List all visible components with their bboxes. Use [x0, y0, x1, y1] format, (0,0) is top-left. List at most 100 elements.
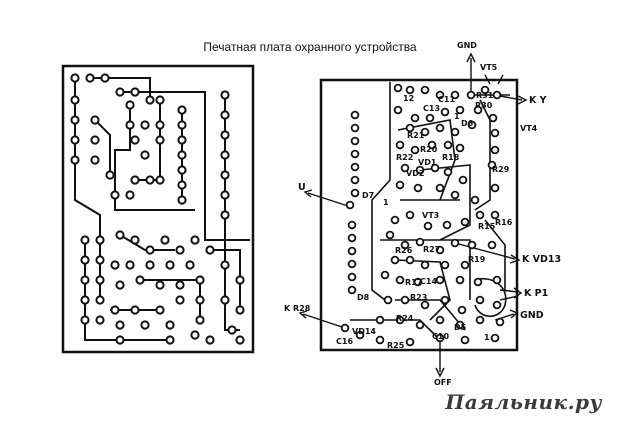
label-r29: R29	[492, 165, 510, 174]
solder-pad	[495, 317, 505, 327]
trace	[84, 240, 170, 341]
label-1-bot: 1	[484, 333, 490, 342]
solder-pad	[130, 235, 140, 245]
label-ky: K Y	[529, 95, 547, 106]
label-1-mid: 1	[383, 198, 389, 207]
solder-pad	[100, 73, 110, 83]
solder-pad	[440, 260, 450, 270]
label-d8: D8	[357, 293, 370, 302]
solder-pad	[427, 140, 437, 150]
solder-pad	[177, 135, 187, 145]
solder-pad	[415, 165, 425, 175]
solder-pad	[405, 337, 415, 347]
solder-pad	[395, 315, 405, 325]
lead-vt5	[484, 74, 504, 85]
solder-pad	[130, 87, 140, 97]
solder-pad	[442, 220, 452, 230]
arrow-gnd-side	[509, 309, 519, 319]
arrow-gnd-top	[466, 52, 476, 63]
label-vd2: VD2	[406, 169, 424, 178]
label-r30: R30	[475, 101, 493, 110]
label-d5: D5	[454, 323, 467, 332]
solder-pad	[400, 295, 410, 305]
solder-pad	[95, 235, 105, 245]
solder-pad	[80, 315, 90, 325]
solder-pad	[475, 295, 485, 305]
solder-pad	[347, 285, 357, 295]
solder-pad	[415, 320, 425, 330]
left-board-pads	[70, 73, 245, 345]
label-r21: R21	[407, 131, 425, 140]
solder-pad	[85, 73, 95, 83]
solder-pad	[95, 315, 105, 325]
solder-pad	[347, 259, 357, 269]
solder-pad	[400, 240, 410, 250]
solder-pad	[165, 260, 175, 270]
solder-pad	[95, 255, 105, 265]
solder-pad	[390, 255, 400, 265]
label-r25: R25	[387, 341, 405, 350]
solder-pad	[80, 235, 90, 245]
solder-pad	[185, 260, 195, 270]
left-board-outline	[61, 64, 255, 354]
label-vt4: VT4	[520, 124, 538, 133]
label-r24: R24	[396, 314, 414, 323]
solder-pad	[110, 190, 120, 200]
solder-pad	[375, 315, 385, 325]
solder-pad	[350, 149, 360, 159]
arrow-vd13	[509, 254, 521, 264]
solder-pad	[490, 333, 500, 343]
solder-pad	[490, 210, 500, 220]
solder-pad	[350, 123, 360, 133]
label-vt3: VT3	[422, 211, 439, 220]
solder-pad	[235, 335, 245, 345]
trace	[474, 99, 491, 211]
solder-pad	[110, 260, 120, 270]
solder-pad	[440, 295, 450, 305]
solder-pad	[410, 145, 420, 155]
label-d6: D6	[461, 119, 474, 128]
solder-pad	[160, 235, 170, 245]
arrow-kr28	[298, 310, 308, 319]
solder-pad	[393, 105, 403, 115]
right-board-outline	[319, 78, 519, 352]
solder-pad	[466, 90, 476, 100]
solder-pad	[475, 210, 485, 220]
solder-pad	[395, 140, 405, 150]
watermark: Паяльник.ру	[445, 390, 602, 414]
solder-pad	[190, 330, 200, 340]
solder-pad	[155, 280, 165, 290]
solder-pad	[220, 90, 230, 100]
right-board-pads	[340, 83, 505, 347]
solder-pad	[350, 175, 360, 185]
solder-pad	[110, 305, 120, 315]
solder-pad	[115, 335, 125, 345]
trace	[484, 219, 506, 290]
label-r26: R26	[395, 246, 413, 255]
solder-pad	[350, 136, 360, 146]
trace	[394, 259, 451, 321]
solder-pad	[458, 175, 468, 185]
solder-pad	[155, 175, 165, 185]
lead-kr28	[302, 313, 346, 329]
solder-pad	[115, 280, 125, 290]
label-c10: C10	[432, 332, 449, 341]
solder-pad	[440, 107, 450, 117]
solder-pad	[145, 175, 155, 185]
solder-pad	[90, 115, 100, 125]
solder-pad	[145, 260, 155, 270]
label-vt5: VT5	[480, 63, 498, 72]
label-r31: R31	[476, 91, 494, 100]
solder-pad	[80, 295, 90, 305]
trace	[419, 164, 471, 241]
solder-pad	[130, 305, 140, 315]
label-gnd-side: GND	[520, 310, 544, 321]
solder-pad	[125, 260, 135, 270]
solder-pad	[175, 245, 185, 255]
solder-pad	[450, 90, 460, 100]
solder-pad	[165, 320, 175, 330]
solder-pad	[130, 175, 140, 185]
solder-pad	[115, 87, 125, 97]
solder-pad	[95, 275, 105, 285]
solder-pad	[80, 255, 90, 265]
